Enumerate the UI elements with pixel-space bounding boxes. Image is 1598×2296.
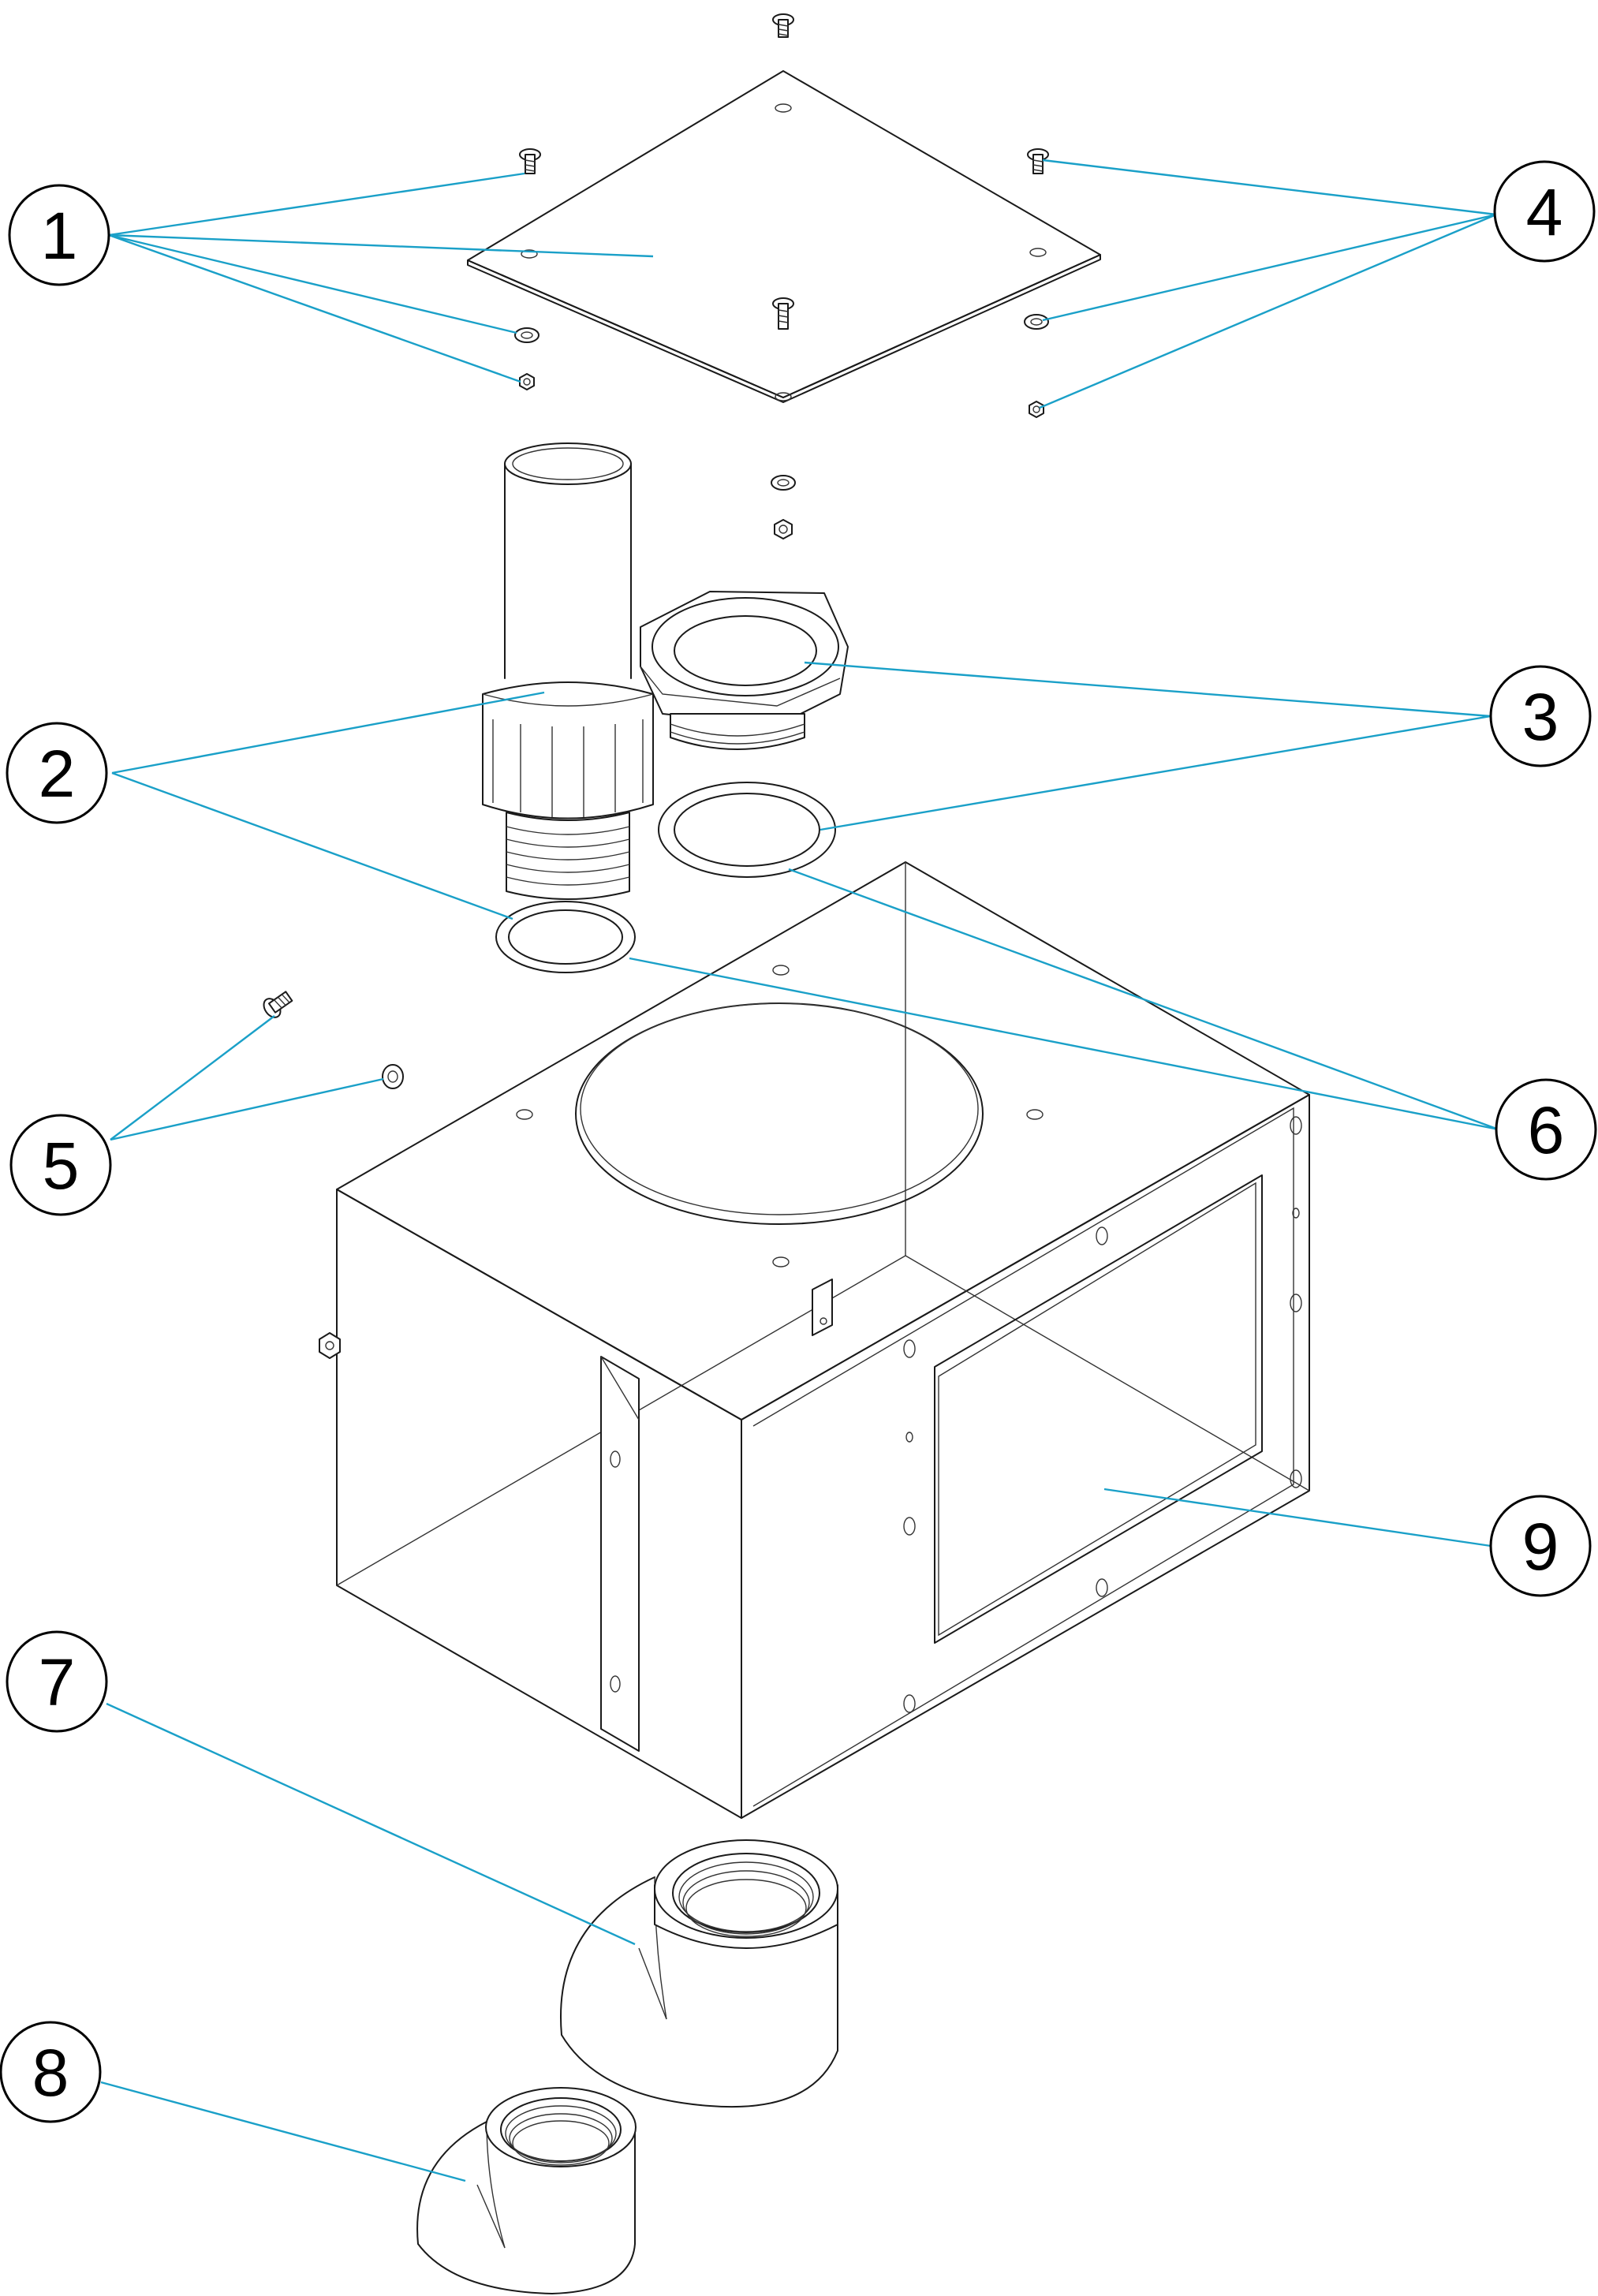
callout-7: 7 [6, 1630, 108, 1733]
callout-label: 2 [39, 737, 76, 811]
callout-4: 4 [1493, 160, 1596, 263]
elbow-large [560, 1839, 838, 2108]
callout-label: 5 [43, 1129, 80, 1203]
callout-label: 4 [1526, 175, 1563, 249]
pipe-union [482, 442, 654, 900]
callout-8: 8 [0, 2021, 102, 2123]
housing-box [319, 861, 1310, 1819]
callout-1: 1 [8, 184, 110, 286]
callout-label: 3 [1522, 680, 1559, 754]
callout-2: 2 [6, 722, 108, 824]
callout-label: 6 [1528, 1093, 1565, 1167]
cover-plate [467, 70, 1101, 403]
callout-3: 3 [1489, 665, 1592, 767]
side-screw-washer [263, 991, 404, 1089]
callout-6: 6 [1495, 1078, 1597, 1181]
callout-label: 7 [39, 1645, 76, 1719]
fasteners [514, 13, 1049, 539]
elbow-small [416, 2087, 637, 2294]
gaskets [495, 782, 836, 973]
callout-5: 5 [9, 1114, 112, 1216]
callout-9: 9 [1489, 1495, 1592, 1597]
bulkhead-fitting [640, 591, 849, 750]
leader-lines [100, 159, 1499, 2182]
callout-label: 8 [32, 2036, 69, 2110]
callout-label: 1 [41, 199, 78, 273]
callout-label: 9 [1522, 1510, 1559, 1584]
